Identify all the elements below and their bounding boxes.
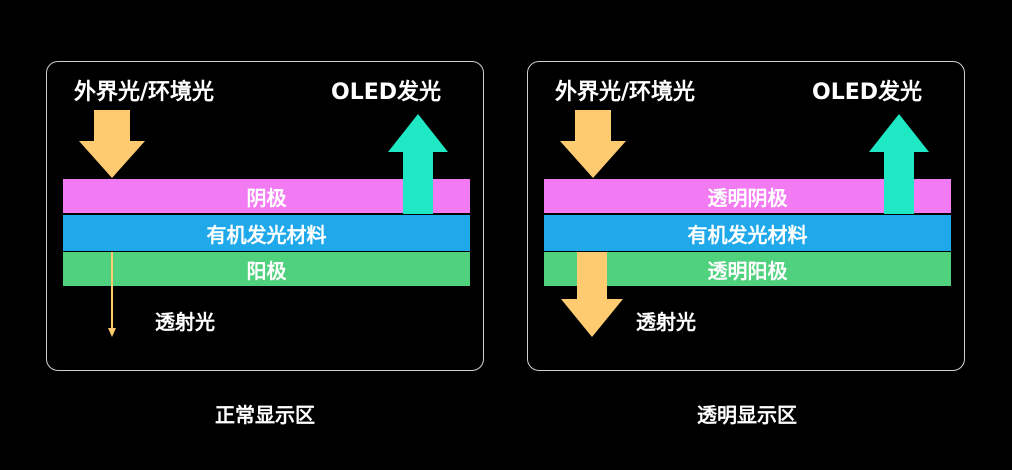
transmitted-light-label: 透射光 bbox=[636, 310, 696, 334]
oled-emission-arrow-icon bbox=[869, 114, 929, 214]
transmitted-light-thin-arrow-icon bbox=[108, 252, 116, 337]
organic-layer: 有机发光材料 bbox=[63, 215, 470, 251]
cathode-label: 透明阴极 bbox=[707, 185, 788, 210]
anode-label: 阳极 bbox=[246, 258, 287, 283]
normal-display-panel: 外界光/环境光 OLED发光 阴极 有机发光材料 阳极 透射光 bbox=[46, 61, 484, 371]
oled-emission-label: OLED发光 bbox=[331, 80, 442, 105]
oled-emission-arrow-icon bbox=[388, 114, 448, 214]
ambient-light-arrow-icon bbox=[79, 110, 145, 178]
transparent-display-panel: 外界光/环境光 OLED发光 透明阴极 有机发光材料 透明阳极 透射光 bbox=[527, 61, 965, 371]
cathode-layer: 阴极 bbox=[63, 179, 470, 213]
transparent-area-caption: 透明显示区 bbox=[697, 403, 797, 427]
normal-area-caption: 正常显示区 bbox=[215, 403, 315, 427]
organic-label: 有机发光材料 bbox=[687, 222, 808, 247]
transmitted-light-arrow-icon bbox=[561, 252, 623, 337]
anode-layer: 透明阳极 bbox=[544, 252, 951, 286]
transmitted-light-label: 透射光 bbox=[155, 310, 215, 334]
oled-emission-label: OLED发光 bbox=[812, 80, 923, 105]
cathode-layer: 透明阴极 bbox=[544, 179, 951, 213]
organic-layer: 有机发光材料 bbox=[544, 215, 951, 251]
anode-layer: 阳极 bbox=[63, 252, 470, 286]
ambient-light-label: 外界光/环境光 bbox=[74, 80, 215, 105]
ambient-light-arrow-icon bbox=[560, 110, 626, 178]
ambient-light-label: 外界光/环境光 bbox=[555, 80, 696, 105]
cathode-label: 阴极 bbox=[246, 185, 287, 210]
organic-label: 有机发光材料 bbox=[206, 222, 327, 247]
anode-label: 透明阳极 bbox=[707, 258, 788, 283]
